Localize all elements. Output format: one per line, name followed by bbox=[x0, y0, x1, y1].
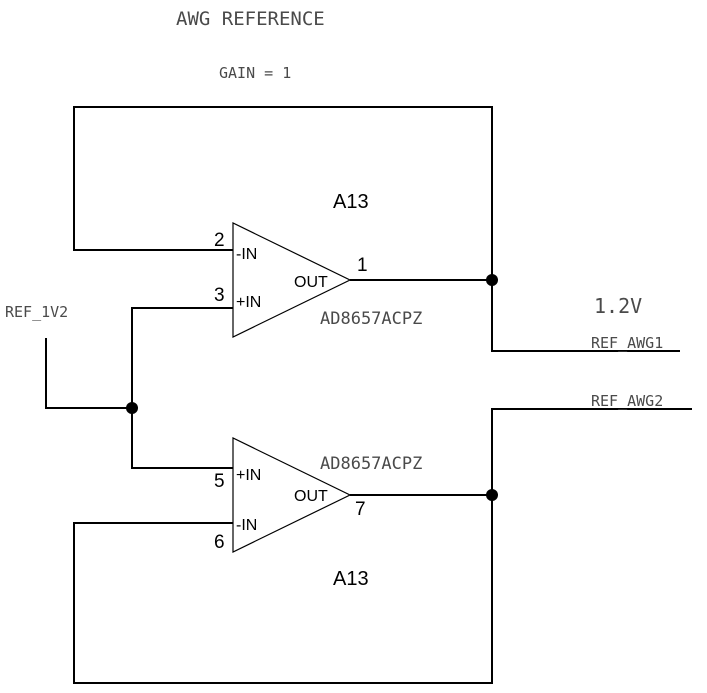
schematic-title: AWG REFERENCE bbox=[176, 8, 325, 30]
bottom-designator: A13 bbox=[333, 568, 369, 590]
top-pin2-label: -IN bbox=[236, 246, 257, 263]
top-pin2-number: 2 bbox=[214, 230, 225, 251]
ref-1v2-wire bbox=[45, 338, 132, 409]
bottom-feedback-wire bbox=[73, 408, 692, 684]
top-pin3-label: +IN bbox=[236, 294, 261, 311]
bottom-out-label: OUT bbox=[294, 488, 328, 505]
net-label-ref-awg2: REF_AWG2 bbox=[591, 392, 663, 410]
bottom-pin6-label: -IN bbox=[236, 517, 257, 534]
voltage-label: 1.2V bbox=[594, 294, 642, 318]
net-label-ref-1v2: REF_1V2 bbox=[5, 303, 68, 321]
bottom-pin5-label: +IN bbox=[236, 467, 261, 484]
bottom-opamp-symbol bbox=[232, 437, 352, 553]
bottom-pin5-number: 5 bbox=[214, 471, 225, 492]
top-feedback-wire bbox=[73, 106, 493, 280]
input-junction bbox=[126, 402, 138, 414]
bottom-output-junction bbox=[486, 489, 498, 501]
ref-awg1-wire bbox=[491, 280, 680, 352]
bottom-part-number: AD8657ACPZ bbox=[320, 454, 422, 474]
bottom-pin6-number: 6 bbox=[214, 532, 225, 553]
gain-note: GAIN = 1 bbox=[219, 64, 291, 82]
top-part-number: AD8657ACPZ bbox=[320, 309, 422, 329]
top-noninv-wire bbox=[131, 307, 233, 469]
top-out-label: OUT bbox=[294, 274, 328, 291]
top-designator: A13 bbox=[333, 191, 369, 213]
top-pin1-number: 1 bbox=[357, 255, 368, 276]
bottom-pin7-number: 7 bbox=[355, 499, 366, 520]
top-output-junction bbox=[486, 274, 498, 286]
net-label-ref-awg1: REF_AWG1 bbox=[591, 334, 663, 352]
top-opamp-symbol bbox=[232, 222, 352, 338]
top-pin3-number: 3 bbox=[214, 285, 225, 306]
